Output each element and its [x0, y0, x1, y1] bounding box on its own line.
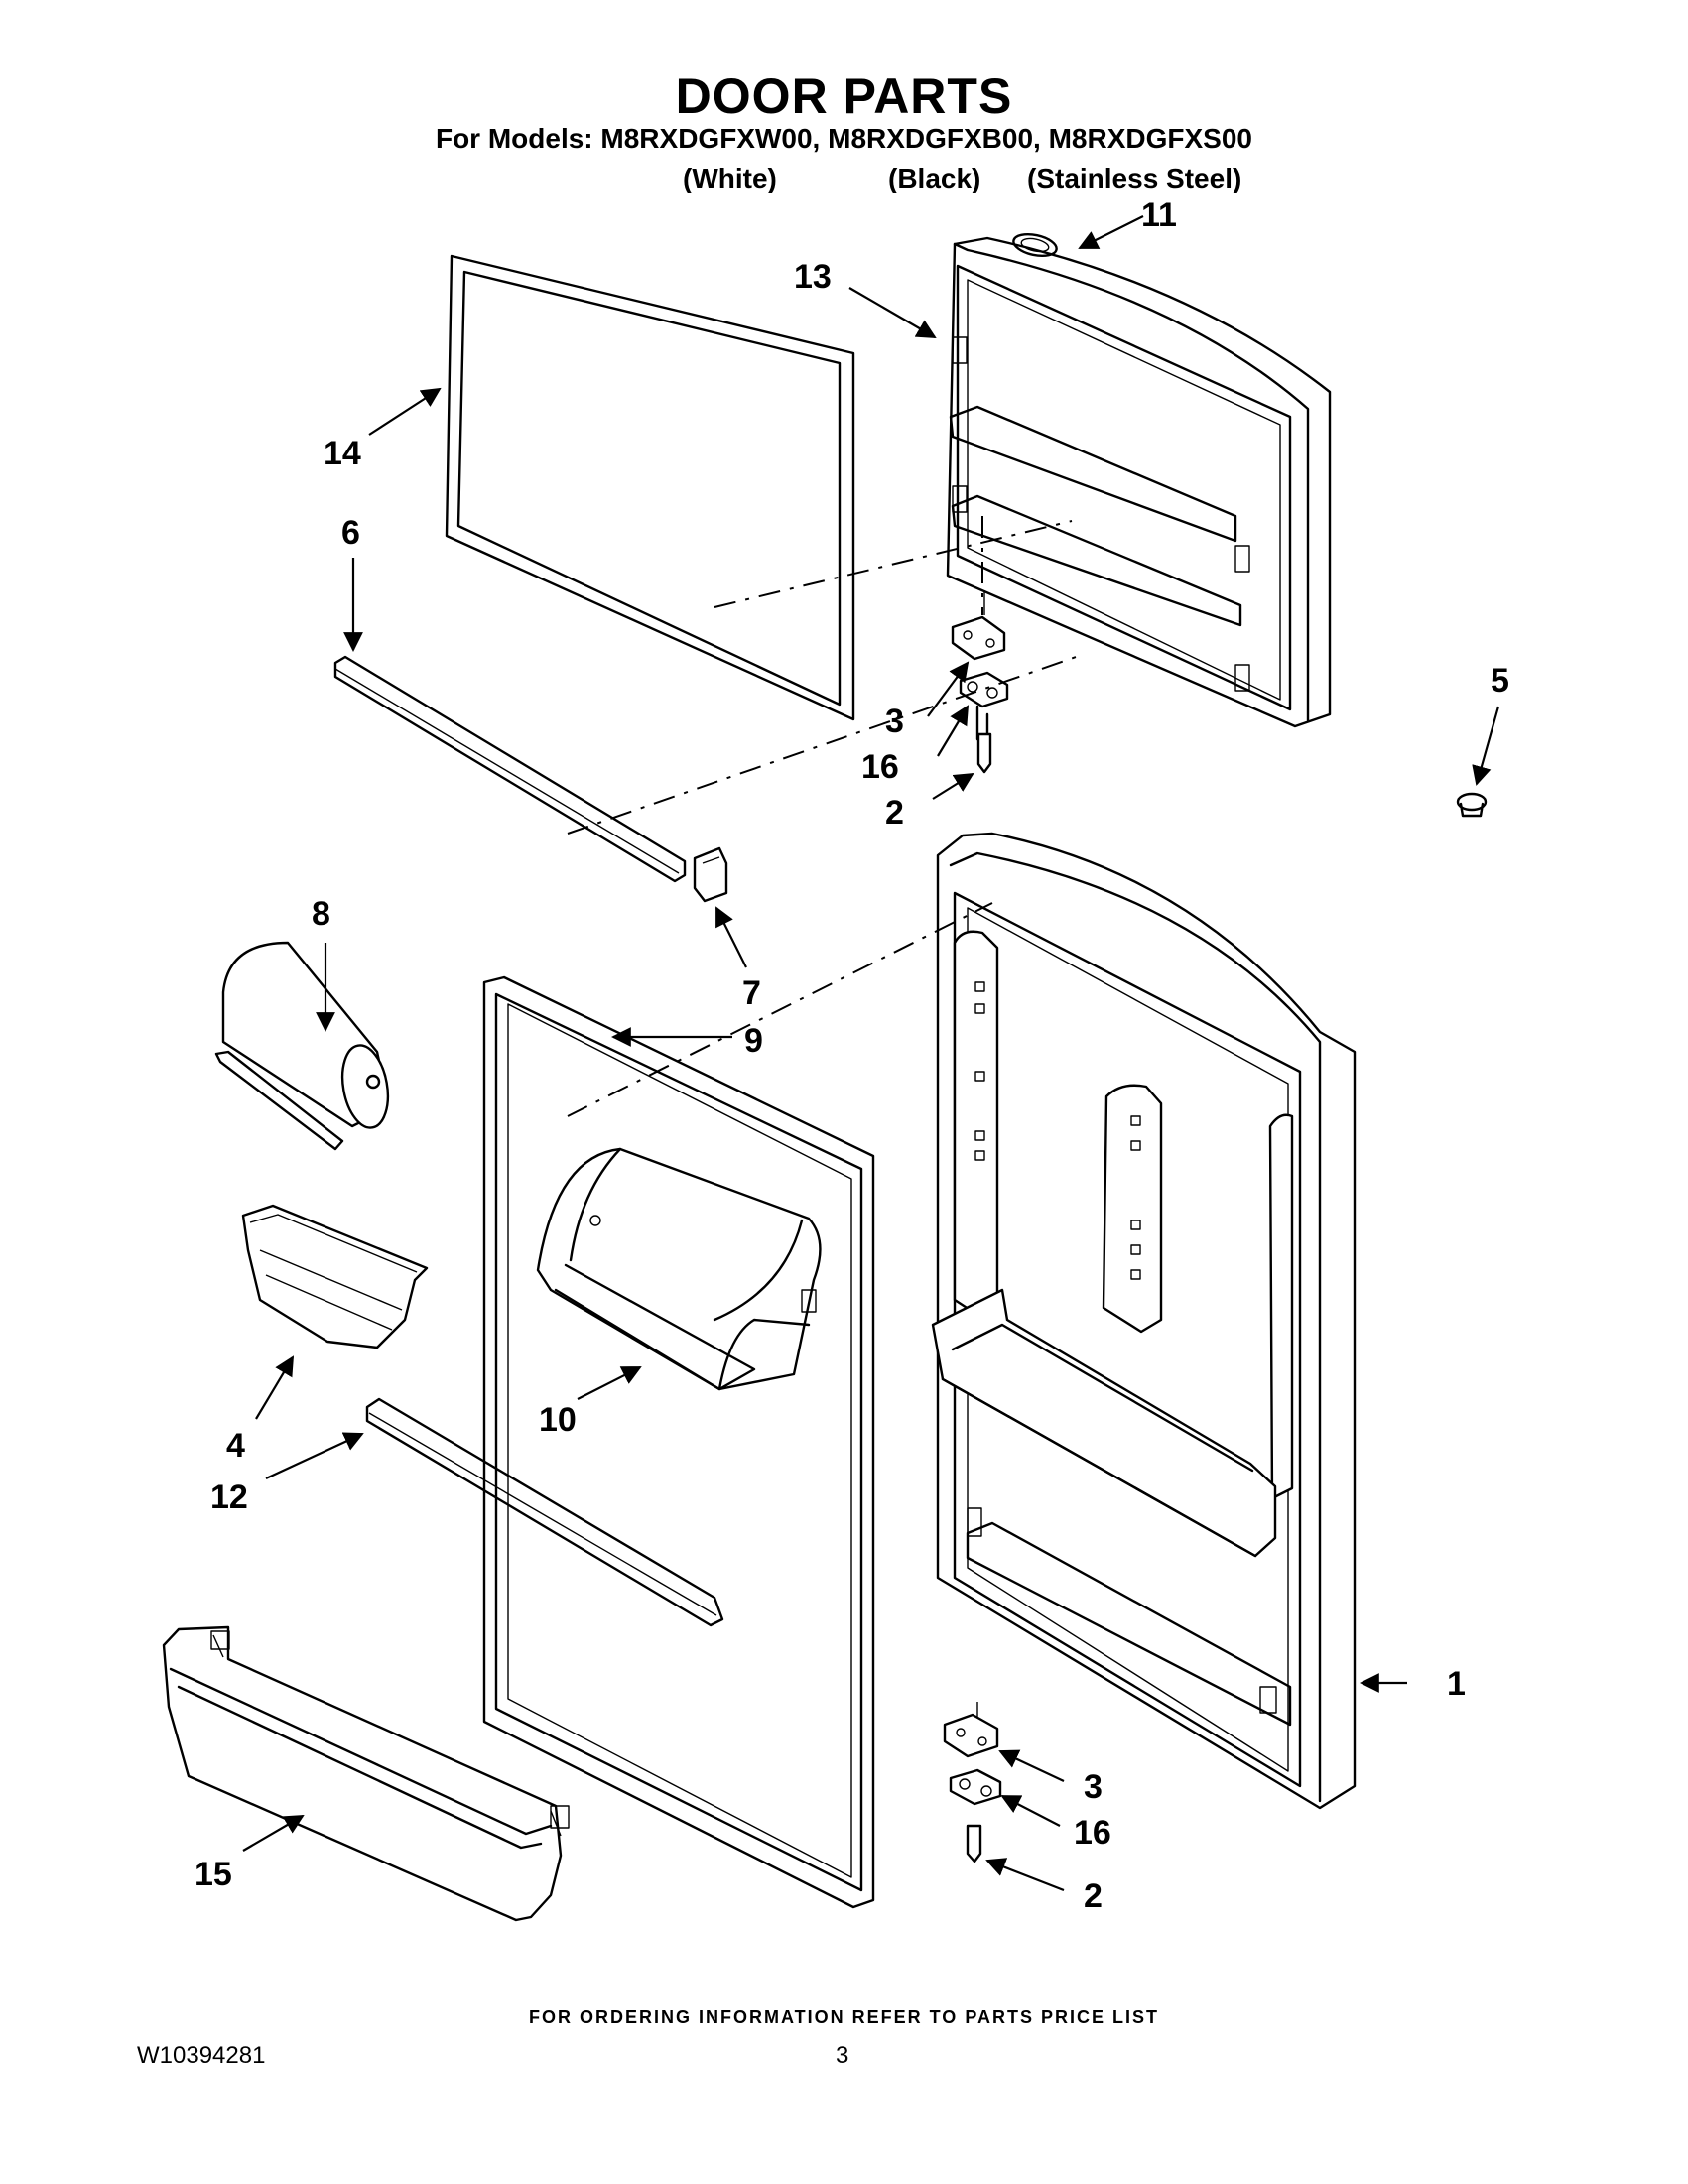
- callout-6: 6: [341, 514, 360, 552]
- part-5-plug: [1456, 792, 1488, 818]
- variant-stainless: (Stainless Steel): [1027, 163, 1242, 193]
- ordering-note: FOR ORDERING INFORMATION REFER TO PARTS …: [528, 2007, 1159, 2027]
- part-13-freezer-door: [946, 236, 1332, 728]
- callout-3-bottom: 3: [1084, 1768, 1103, 1806]
- callout-12: 12: [210, 1478, 248, 1516]
- part-6-trim-strip: [333, 655, 687, 883]
- leader-arrows: [242, 215, 1500, 1892]
- part-1-fresh-food-door: [931, 832, 1357, 1810]
- part-11-plug: [1012, 233, 1058, 257]
- page-title: DOOR PARTS: [675, 68, 1013, 124]
- callout-7: 7: [742, 974, 761, 1012]
- callout-5: 5: [1491, 662, 1509, 700]
- door-rail-holes: [974, 981, 1141, 1280]
- callout-16-top: 16: [861, 748, 899, 786]
- callout-15: 15: [195, 1856, 232, 1893]
- part-14-freezer-gasket: [445, 254, 855, 721]
- callout-10: 10: [539, 1401, 577, 1439]
- callout-4: 4: [226, 1427, 245, 1465]
- part-9-fresh-food-gasket: [482, 975, 875, 1909]
- callout-8: 8: [312, 895, 330, 933]
- models-line: For Models: M8RXDGFXW00, M8RXDGFXB00, M8…: [435, 123, 1253, 154]
- hinge-bottom-hardware: [943, 1702, 1002, 1863]
- callout-2-bottom: 2: [1084, 1877, 1103, 1915]
- part-15-door-bin: [162, 1625, 570, 1922]
- callout-9: 9: [744, 1022, 763, 1060]
- part-7-end-cap: [693, 846, 728, 903]
- variant-white: (White): [683, 163, 777, 193]
- page-number: 3: [836, 2042, 849, 2069]
- hinge-top-hardware: [951, 590, 1009, 774]
- callout-14: 14: [324, 435, 361, 472]
- callout-numbers: 11 13 14 6 5 3 16 2 8 7 9 10 4 12 1 3 16…: [195, 196, 1509, 1915]
- callout-2-top: 2: [885, 794, 904, 832]
- part-8-dairy-door: [214, 941, 390, 1151]
- callout-13: 13: [794, 258, 832, 296]
- assembly-lines: [567, 516, 1083, 1117]
- variant-black: (Black): [888, 163, 981, 193]
- callout-16-bottom: 16: [1074, 1814, 1111, 1852]
- part-10-dairy-center: [536, 1147, 822, 1391]
- callout-3-top: 3: [885, 703, 904, 740]
- callout-1: 1: [1447, 1665, 1466, 1703]
- callout-11: 11: [1141, 196, 1177, 234]
- part-4-bin: [241, 1204, 429, 1349]
- part-12-trim-strip: [365, 1397, 724, 1627]
- document-number: W10394281: [137, 2042, 266, 2069]
